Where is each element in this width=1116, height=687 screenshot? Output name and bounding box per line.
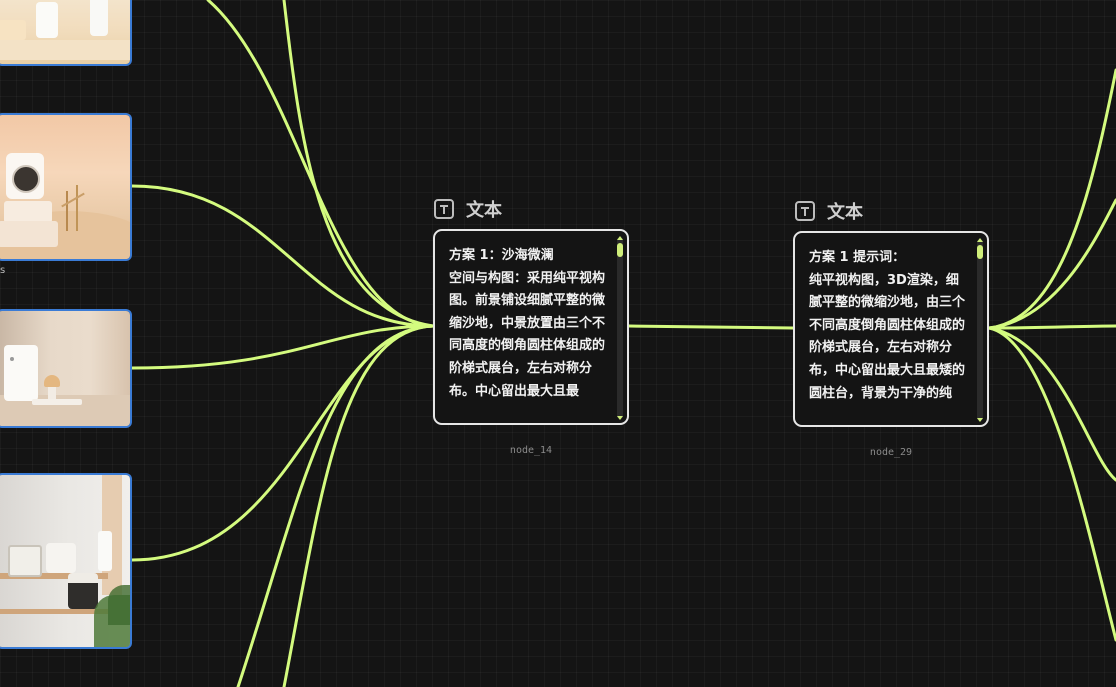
connection-edge-12[interactable]: [987, 326, 1116, 642]
text-type-icon: [795, 201, 815, 221]
product-image: [0, 475, 130, 647]
node-type-title: 文本: [827, 202, 863, 223]
connection-edge-11[interactable]: [987, 326, 1116, 482]
connection-edge-6[interactable]: [282, 324, 435, 687]
node-id-label: node_14: [509, 445, 553, 456]
scroll-up-arrow-icon[interactable]: [977, 238, 983, 242]
text-node-content[interactable]: 方案 1：沙海微澜 空间与构图：采用纯平视构图。前景铺设细腻平整的微缩沙地，中景…: [449, 248, 606, 399]
scroll-thumb[interactable]: [977, 245, 983, 259]
node-14-header[interactable]: 文本: [434, 196, 502, 222]
scroll-thumb[interactable]: [617, 243, 623, 257]
scrollbar[interactable]: [617, 236, 623, 420]
connection-edge-0[interactable]: [206, 0, 435, 328]
connection-edge-5[interactable]: [236, 324, 435, 687]
scroll-down-arrow-icon[interactable]: [977, 418, 983, 422]
text-node-14[interactable]: 方案 1：沙海微澜 空间与构图：采用纯平视构图。前景铺设细腻平整的微缩沙地，中景…: [433, 229, 629, 425]
connection-edge-9[interactable]: [987, 198, 1116, 330]
text-type-icon: [434, 199, 454, 219]
connection-edge-2[interactable]: [130, 184, 435, 328]
node-id-label: node_29: [869, 447, 913, 458]
partial-label: s: [0, 265, 6, 276]
node-type-title: 文本: [466, 200, 502, 221]
image-node-humidifier-beige[interactable]: [0, 309, 132, 428]
connection-edge-8[interactable]: [987, 68, 1116, 330]
connection-edge-7[interactable]: [627, 324, 795, 330]
product-image: [0, 0, 130, 64]
connection-edge-10[interactable]: [987, 324, 1116, 330]
connection-edge-1[interactable]: [282, 0, 435, 328]
connection-edge-4[interactable]: [130, 324, 435, 562]
image-node-appliances-shelf[interactable]: [0, 473, 132, 649]
product-image: [0, 311, 130, 426]
image-node-projector-desert[interactable]: [0, 113, 132, 261]
node-29-header[interactable]: 文本: [795, 198, 863, 224]
text-node-29[interactable]: 方案 1 提示词： 纯平视构图，3D渲染，细腻平整的微缩沙地，由三个不同高度倒角…: [793, 231, 989, 427]
scrollbar[interactable]: [977, 238, 983, 422]
scroll-up-arrow-icon[interactable]: [617, 236, 623, 240]
connection-edge-3[interactable]: [130, 324, 435, 370]
scroll-down-arrow-icon[interactable]: [617, 416, 623, 420]
text-node-content[interactable]: 方案 1 提示词： 纯平视构图，3D渲染，细腻平整的微缩沙地，由三个不同高度倒角…: [809, 250, 966, 401]
product-image: [0, 115, 130, 259]
image-node-product-white-shelf[interactable]: [0, 0, 132, 66]
